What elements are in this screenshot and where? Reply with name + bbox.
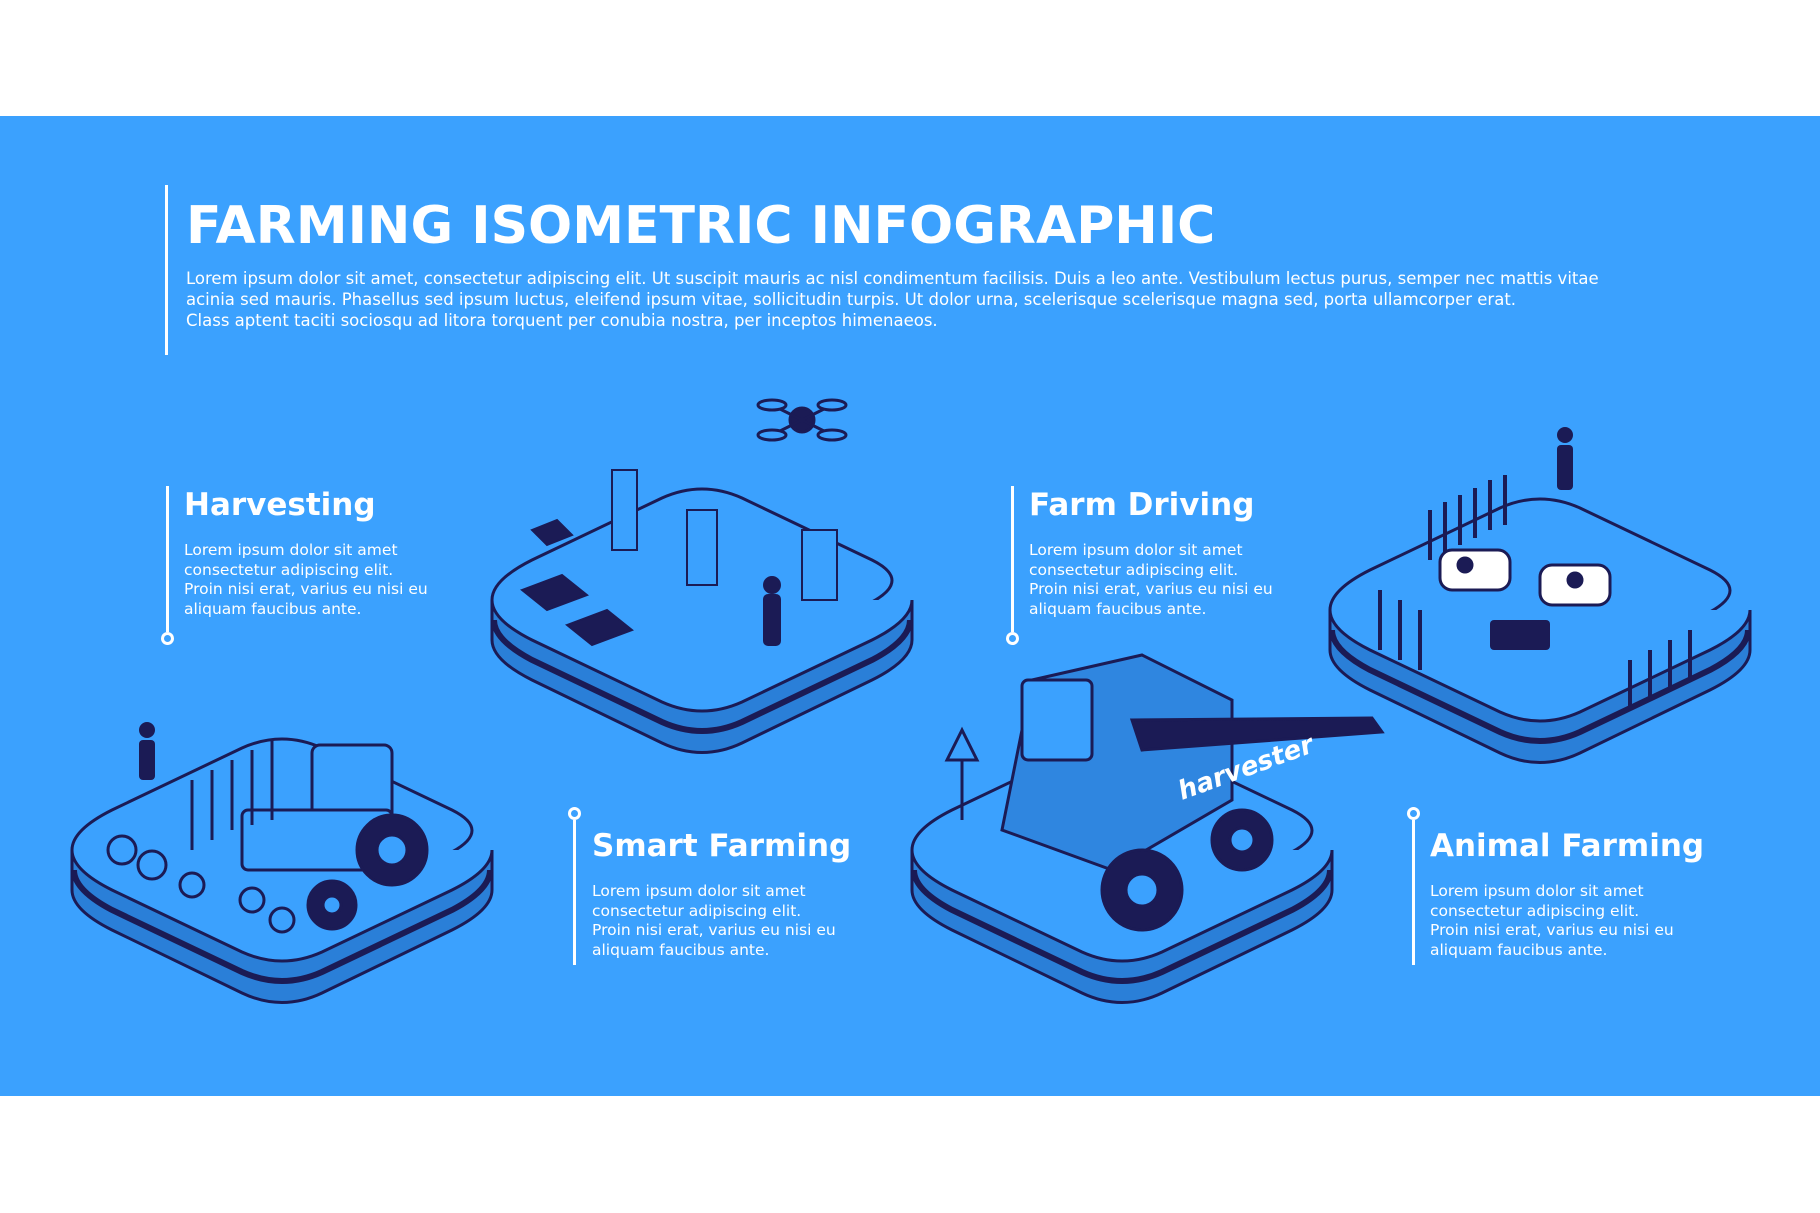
section-divider bbox=[573, 820, 576, 965]
intro-text: Lorem ipsum dolor sit amet, consectetur … bbox=[186, 268, 1616, 331]
section-marker bbox=[1006, 632, 1019, 645]
section-marker bbox=[161, 632, 174, 645]
text-line: consectetur adipiscing elit. bbox=[1430, 901, 1640, 920]
text-line: consectetur adipiscing elit. bbox=[592, 901, 802, 920]
section-divider bbox=[1011, 486, 1014, 632]
page-title: FARMING ISOMETRIC INFOGRAPHIC bbox=[186, 196, 1216, 256]
section-title: Harvesting bbox=[184, 487, 376, 523]
road-sign-icon bbox=[944, 726, 980, 820]
text-line: Proin nisi erat, varius eu nisi eu bbox=[1430, 921, 1674, 939]
solar-panel-icon bbox=[520, 518, 634, 647]
drone-icon bbox=[756, 398, 848, 442]
text-line: Proin nisi erat, varius eu nisi eu bbox=[184, 580, 428, 598]
harvesting-platform bbox=[72, 722, 492, 1003]
text-line: aliquam faucibus ante. bbox=[592, 940, 770, 959]
farm-driving-platform: harvester bbox=[912, 653, 1385, 1003]
text-line: consectetur adipiscing elit. bbox=[184, 560, 394, 579]
person-icon bbox=[763, 576, 781, 646]
text-line: Proin nisi erat, varius eu nisi eu bbox=[1029, 580, 1273, 598]
crops-icon bbox=[106, 740, 296, 934]
section-marker bbox=[568, 807, 581, 820]
intro-line: Lorem ipsum dolor sit amet, consectetur … bbox=[186, 269, 1599, 288]
text-line: aliquam faucibus ante. bbox=[1029, 599, 1207, 618]
text-line: aliquam faucibus ante. bbox=[184, 599, 362, 618]
cow-icon bbox=[1438, 548, 1612, 607]
intro-line: acinia sed mauris. Phasellus sed ipsum l… bbox=[186, 290, 1517, 309]
section-divider bbox=[1412, 820, 1415, 965]
section-marker bbox=[1407, 807, 1420, 820]
section-title: Smart Farming bbox=[592, 828, 852, 864]
intro-line: Class aptent taciti sociosqu ad litora t… bbox=[186, 311, 938, 330]
text-line: Lorem ipsum dolor sit amet bbox=[592, 882, 806, 900]
text-line: aliquam faucibus ante. bbox=[1430, 940, 1608, 959]
harvester-icon bbox=[1000, 653, 1385, 932]
title-divider bbox=[165, 185, 168, 355]
tractor-icon bbox=[240, 743, 429, 931]
smart-farming-platform bbox=[492, 398, 912, 753]
text-line: consectetur adipiscing elit. bbox=[1029, 560, 1239, 579]
section-divider bbox=[166, 486, 169, 632]
text-line: Lorem ipsum dolor sit amet bbox=[1029, 541, 1243, 559]
animal-farming-platform bbox=[1330, 427, 1750, 763]
text-line: Lorem ipsum dolor sit amet bbox=[1430, 882, 1644, 900]
building-icon bbox=[611, 469, 838, 601]
trough-icon bbox=[1490, 620, 1550, 650]
farmer-icon bbox=[139, 722, 155, 780]
section-title: Animal Farming bbox=[1430, 828, 1705, 864]
farmer-icon bbox=[1557, 427, 1573, 490]
text-line: Proin nisi erat, varius eu nisi eu bbox=[592, 921, 836, 939]
section-title: Farm Driving bbox=[1029, 487, 1255, 523]
text-line: Lorem ipsum dolor sit amet bbox=[184, 541, 398, 559]
fence-icon bbox=[1378, 475, 1692, 710]
